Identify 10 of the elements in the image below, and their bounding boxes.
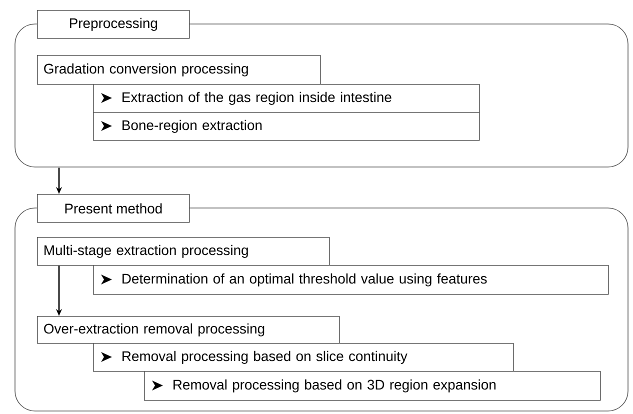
step-box: Over-extraction removal processing <box>37 316 340 344</box>
step-box: Multi-stage extraction processing <box>37 237 330 266</box>
step-box: Removal processing based on slice continuity <box>93 343 514 372</box>
step-box: Extraction of the gas region inside intestine <box>93 84 480 113</box>
heading-tab: Present method <box>37 194 190 223</box>
step-box: Gradation conversion processing <box>37 55 321 85</box>
step-box: Bone-region extraction <box>93 112 480 141</box>
step-box: Determination of an optimal threshold value using features <box>93 265 609 295</box>
heading-tab: Preprocessing <box>37 10 190 39</box>
step-box: Removal processing based on 3D region expansion <box>144 371 601 401</box>
